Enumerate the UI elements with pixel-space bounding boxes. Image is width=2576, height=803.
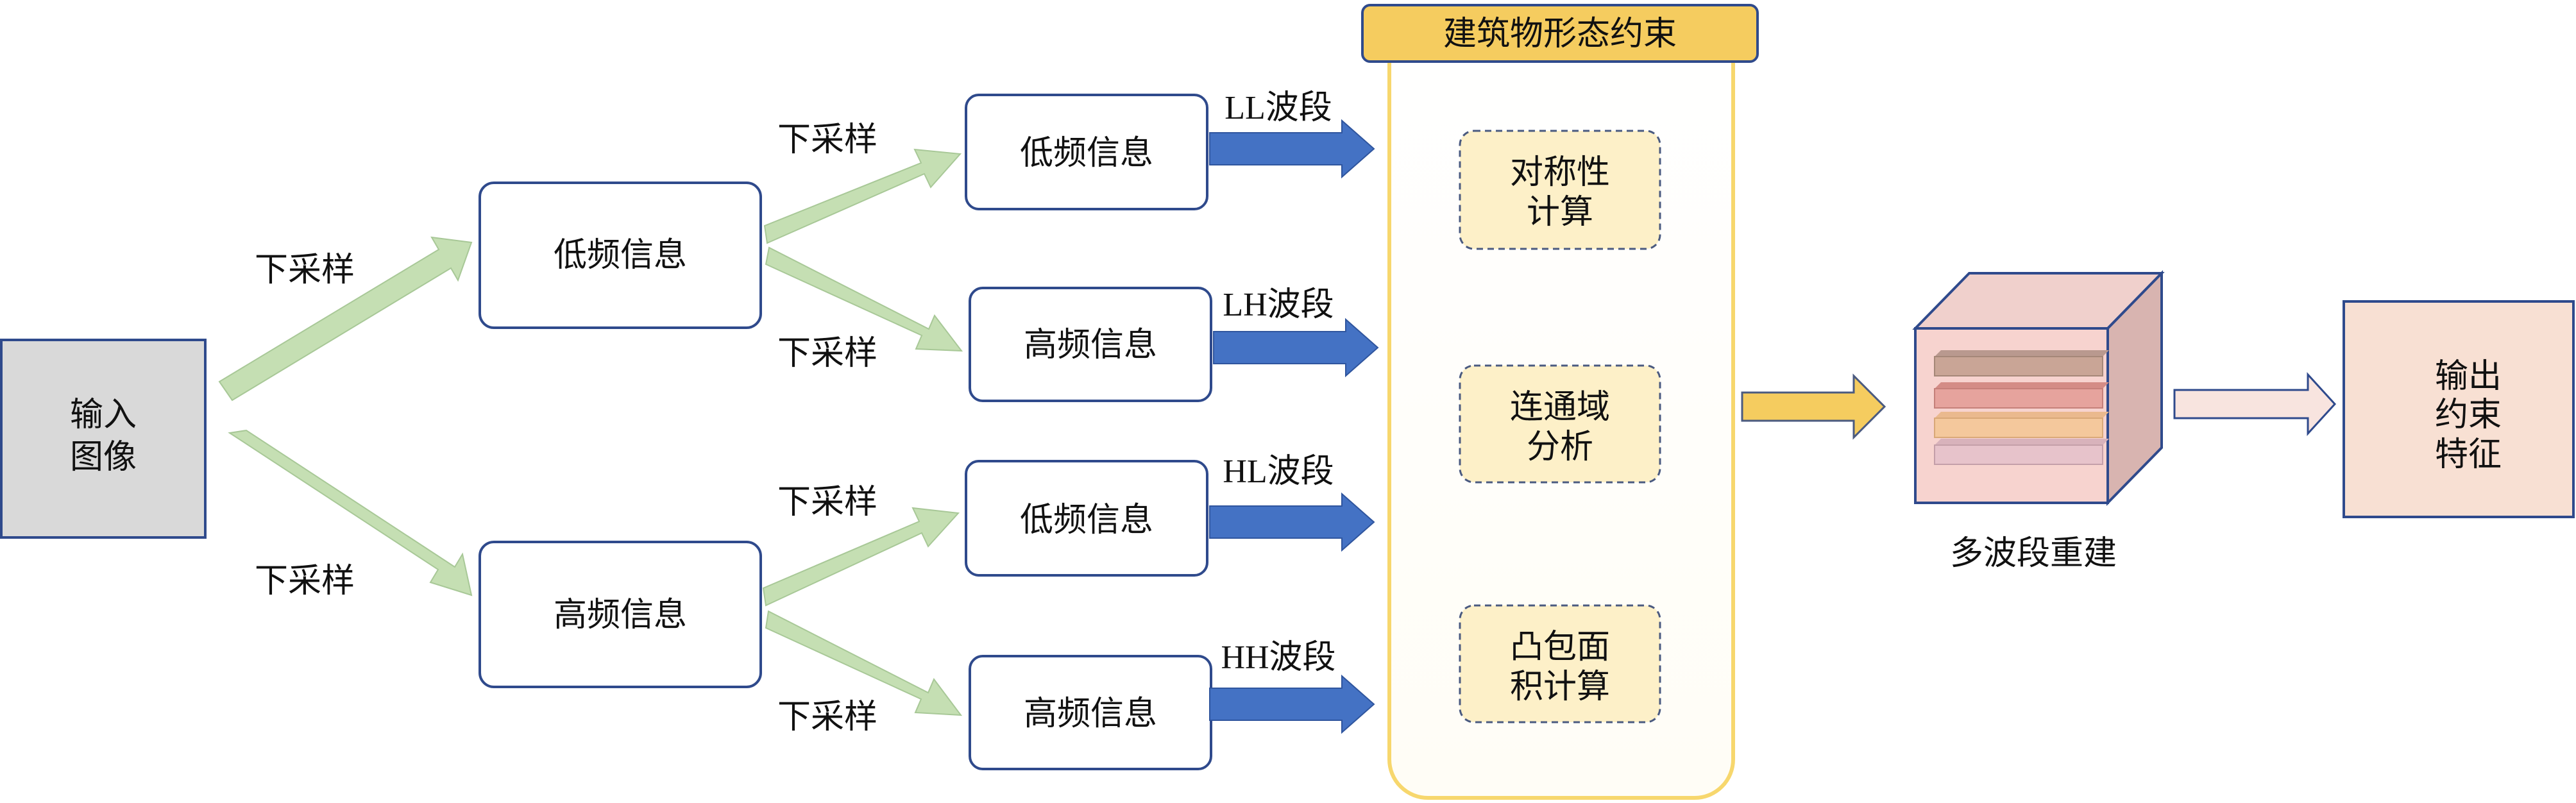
constraint-item-connectivity-line2: 分析 xyxy=(1527,428,1593,466)
downsample-arrow-lh xyxy=(765,246,963,352)
reconstruction-label: 多波段重建 xyxy=(1950,534,2117,573)
constraint-item-symmetry: 对称性 计算 xyxy=(1459,130,1661,250)
level2-lh-label: 高频信息 xyxy=(1024,326,1157,364)
level1-low-node: 低频信息 xyxy=(479,182,762,329)
output-label-line1: 输出 xyxy=(2435,357,2502,396)
downsample-arrow-to-high xyxy=(228,429,473,596)
level2-ll-node: 低频信息 xyxy=(965,94,1208,210)
level2-hh-node: 高频信息 xyxy=(969,655,1212,770)
level2-hl-node: 低频信息 xyxy=(965,460,1208,577)
band-label-lh: LH波段 xyxy=(1223,287,1334,323)
input-label-line1: 输入 xyxy=(70,396,137,434)
level1-high-label: 高频信息 xyxy=(554,596,687,634)
reconstruction-cube xyxy=(1912,270,2165,506)
arrow-to-output xyxy=(2173,372,2337,436)
downsample-label-ll: 下采样 xyxy=(777,121,877,159)
downsample-label-hl: 下采样 xyxy=(777,483,877,521)
band-arrow-ll xyxy=(1209,119,1375,179)
downsample-arrow-ll xyxy=(763,148,962,244)
band-arrow-hl xyxy=(1209,492,1375,552)
constraint-item-convex-hull-line2: 积计算 xyxy=(1510,668,1610,706)
band-arrow-hh xyxy=(1209,674,1375,734)
band-label-hh: HH波段 xyxy=(1221,639,1335,676)
downsample-label-l1-bottom: 下采样 xyxy=(255,562,355,600)
constraint-item-connectivity: 连通域 分析 xyxy=(1459,364,1661,484)
level1-high-node: 高频信息 xyxy=(479,541,762,688)
level2-hh-label: 高频信息 xyxy=(1024,695,1157,733)
constraint-panel: 建筑物形态约束 对称性 计算 连通域 分析 凸包面 积计算 xyxy=(1361,4,1759,800)
input-label-line2: 图像 xyxy=(70,438,137,477)
constraint-item-convex-hull: 凸包面 积计算 xyxy=(1459,604,1661,723)
output-label-line2: 约束 xyxy=(2435,396,2502,434)
band-layers xyxy=(1934,350,2109,465)
output-label-line3: 特征 xyxy=(2435,435,2502,474)
band-label-hl: HL波段 xyxy=(1223,453,1334,490)
input-image-node: 输入 图像 xyxy=(0,339,207,539)
level1-low-label: 低频信息 xyxy=(554,236,687,275)
band-arrow-lh xyxy=(1213,317,1379,378)
level2-hl-label: 低频信息 xyxy=(1020,501,1153,539)
level2-ll-label: 低频信息 xyxy=(1020,134,1153,173)
constraint-title-box xyxy=(1361,4,1759,63)
band-label-ll: LL波段 xyxy=(1224,90,1332,126)
downsample-label-lh: 下采样 xyxy=(777,334,877,373)
level2-lh-node: 高频信息 xyxy=(969,287,1212,402)
downsample-arrow-to-low xyxy=(218,236,473,402)
constraint-item-convex-hull-line1: 凸包面 xyxy=(1510,628,1610,666)
output-node: 输出 约束 特征 xyxy=(2343,300,2575,518)
downsample-label-hh: 下采样 xyxy=(777,698,877,736)
downsample-label-l1-top: 下采样 xyxy=(255,251,355,289)
downsample-arrow-hl xyxy=(762,507,960,607)
arrow-to-reconstruction xyxy=(1741,373,1886,440)
constraint-item-connectivity-line1: 连通域 xyxy=(1510,388,1610,427)
constraint-item-symmetry-line2: 计算 xyxy=(1527,193,1593,232)
constraint-item-symmetry-line1: 对称性 xyxy=(1510,153,1610,192)
downsample-arrow-hh xyxy=(765,610,963,716)
constraint-title: 建筑物形态约束 xyxy=(1443,15,1677,53)
